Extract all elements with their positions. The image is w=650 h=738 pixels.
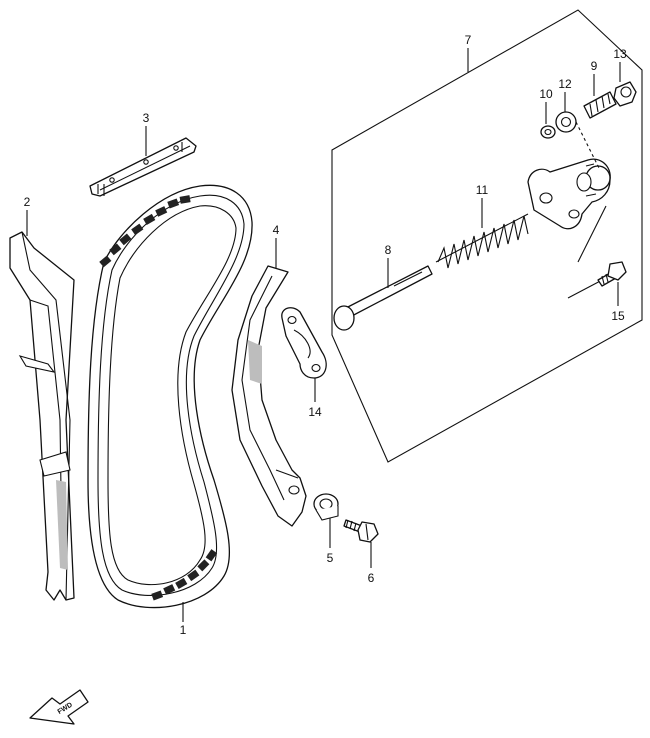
part-12-washer xyxy=(555,111,577,133)
part-4-tensioner-arm xyxy=(231,265,307,527)
part-8-rod xyxy=(333,265,433,331)
part-10-washer xyxy=(540,125,556,139)
part-7-tensioner-body xyxy=(527,158,611,230)
chain-links-bottom xyxy=(151,549,218,601)
part-9-bolt xyxy=(583,91,617,119)
callout-14: 14 xyxy=(308,405,322,419)
callout-8: 8 xyxy=(385,243,392,257)
callout-12: 12 xyxy=(558,77,572,91)
callout-15: 15 xyxy=(611,309,625,323)
callout-11: 11 xyxy=(476,183,489,197)
callout-9: 9 xyxy=(591,59,598,73)
chain-links-top xyxy=(99,195,191,268)
fwd-direction-badge: FWD xyxy=(29,689,89,725)
callout-2: 2 xyxy=(24,195,31,209)
part-2-chain-guide xyxy=(9,231,75,601)
part-15-bolt xyxy=(597,261,627,287)
callout-5: 5 xyxy=(327,551,334,565)
part-5-collar xyxy=(313,493,339,521)
callout-13: 13 xyxy=(613,47,627,61)
part-1-cam-chain xyxy=(87,184,253,609)
part-6-bolt xyxy=(343,519,379,543)
callout-3: 3 xyxy=(143,111,150,125)
callout-10: 10 xyxy=(539,87,553,101)
part-13-cap xyxy=(613,81,637,107)
part-3-guide-plate xyxy=(89,137,197,197)
callout-4: 4 xyxy=(273,223,280,237)
part-11-spring xyxy=(435,213,529,269)
callout-1: 1 xyxy=(180,623,187,637)
part-14-gasket xyxy=(281,307,327,379)
callout-6: 6 xyxy=(368,571,375,585)
leader-lines xyxy=(26,48,621,622)
callout-7: 7 xyxy=(465,33,472,47)
